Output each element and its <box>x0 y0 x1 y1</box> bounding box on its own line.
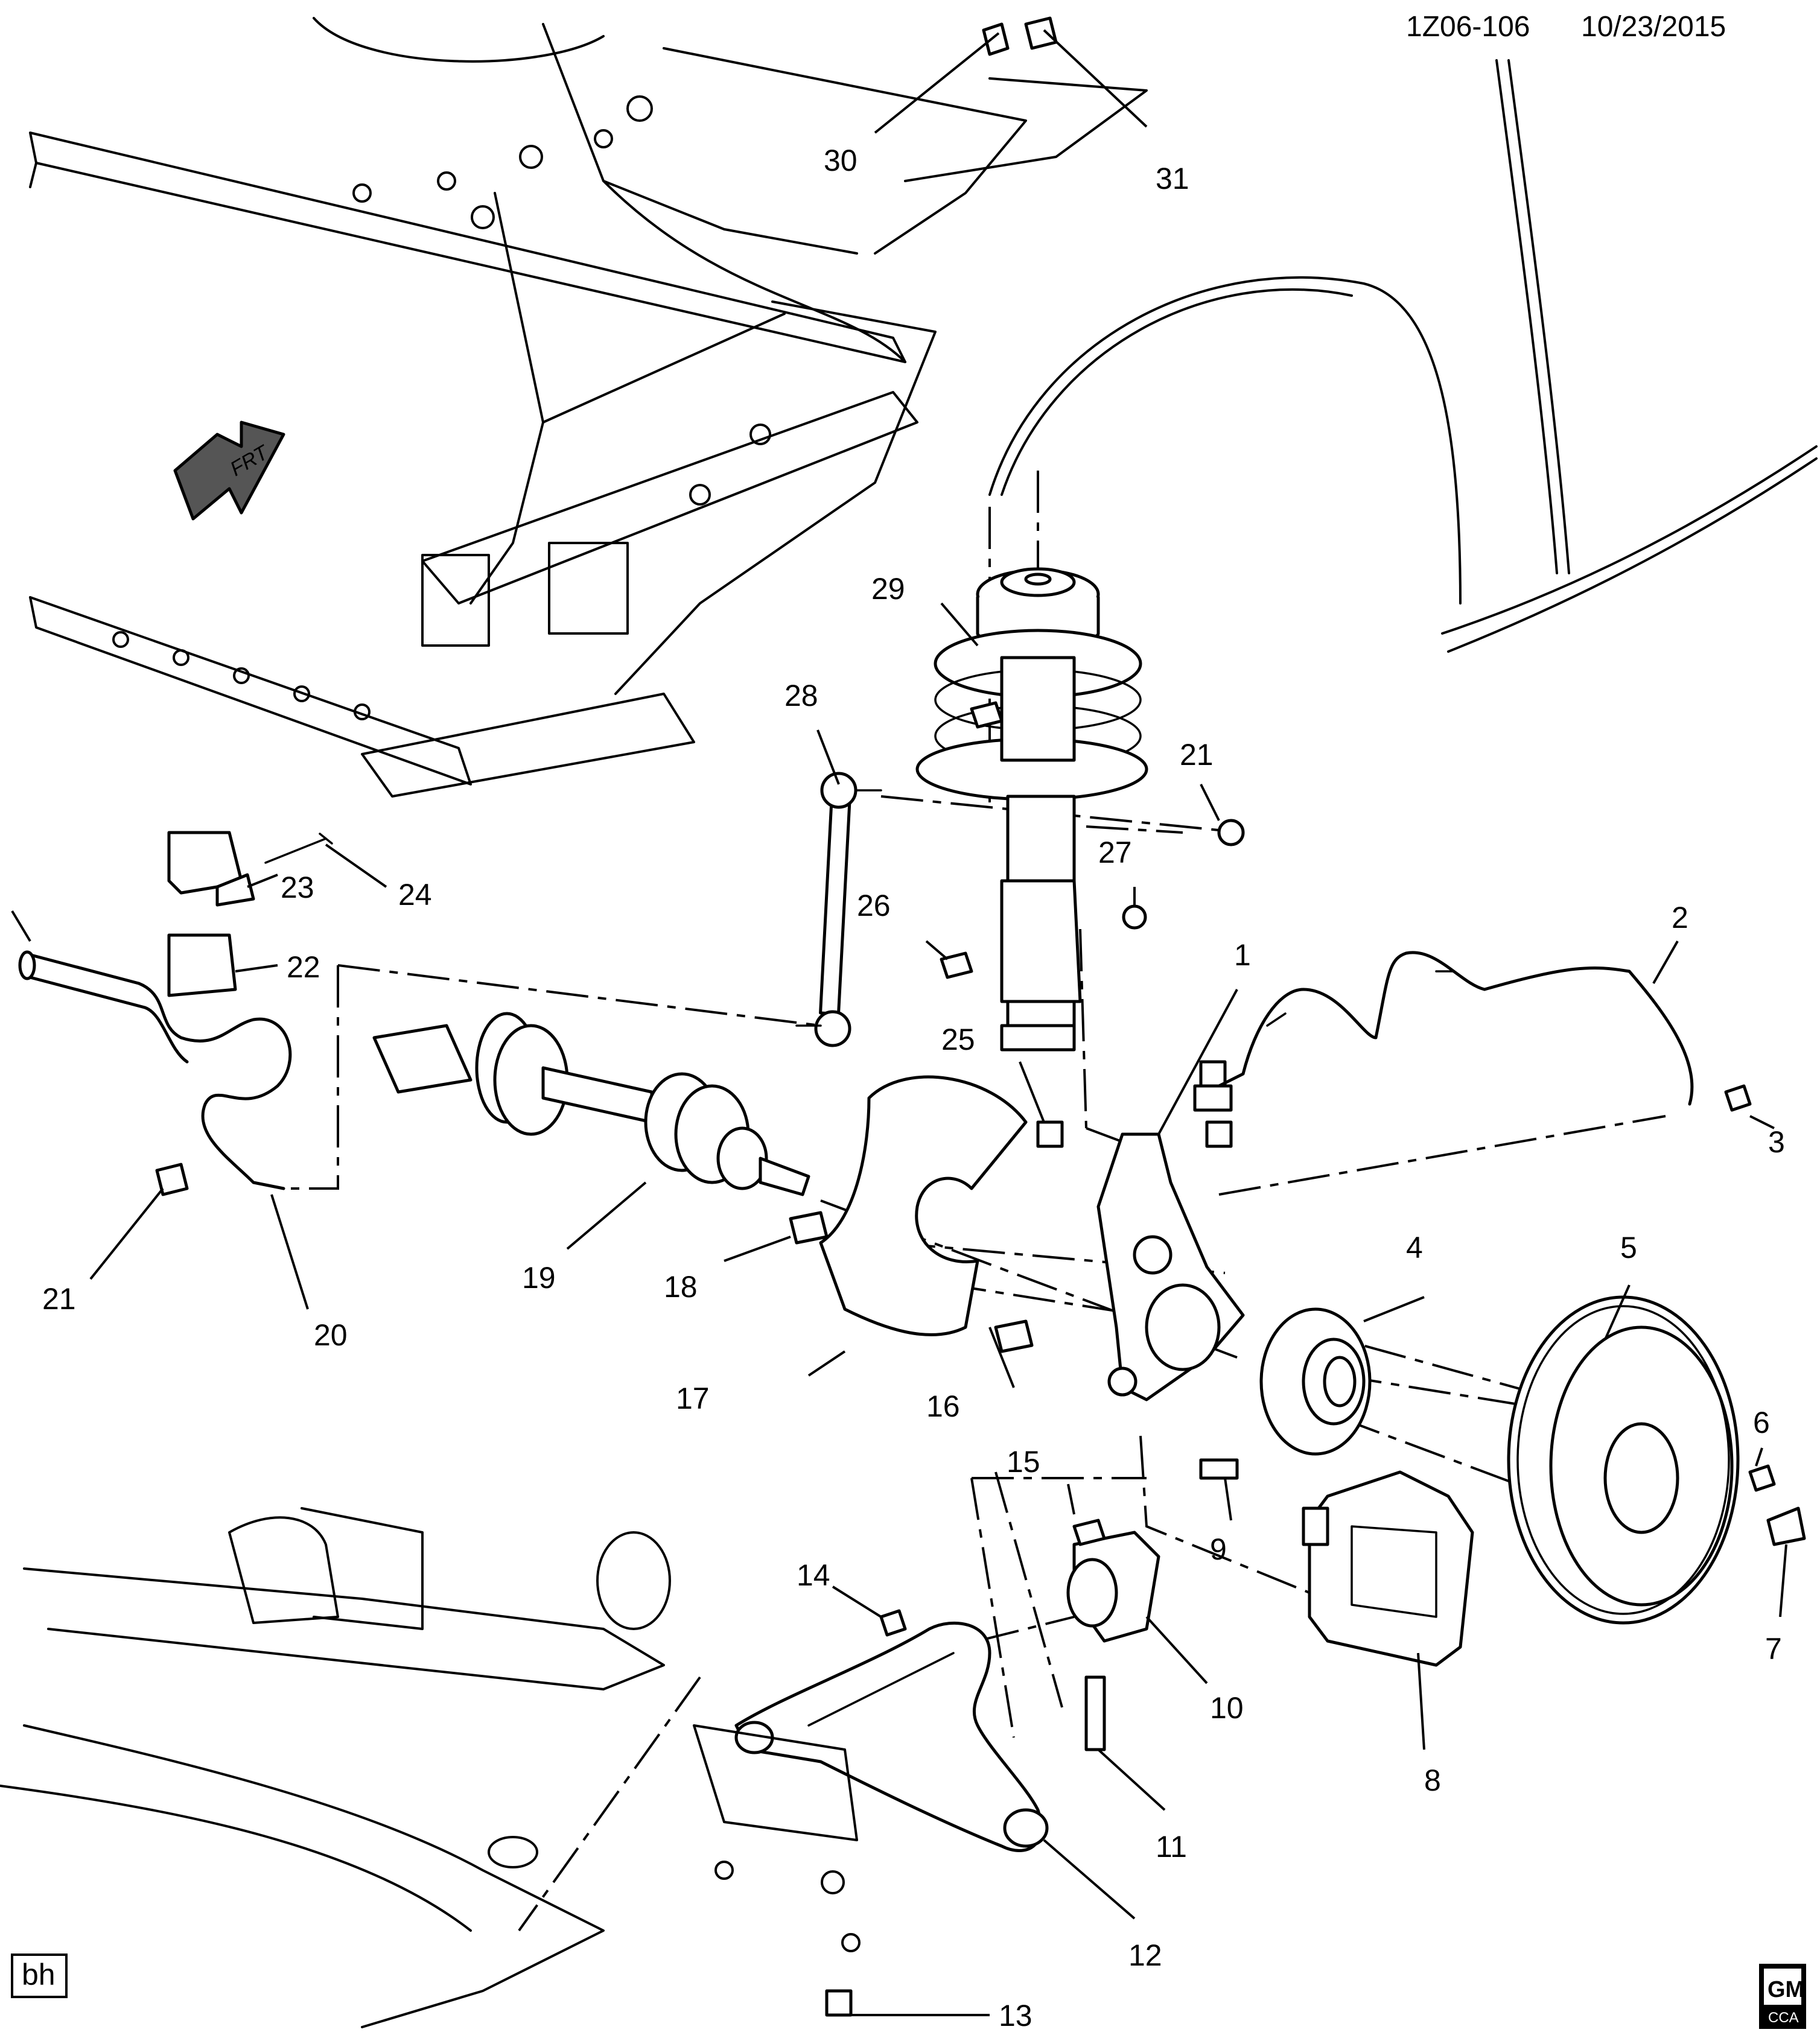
callout-21-lower: 21 <box>42 1282 76 1316</box>
callout-2: 2 <box>1672 901 1688 935</box>
fasteners <box>155 16 1806 2017</box>
callout-30: 30 <box>824 144 858 177</box>
callout-12: 12 <box>1128 1938 1162 1972</box>
callout-10: 10 <box>1210 1691 1244 1725</box>
callout-21-upper: 21 <box>1180 738 1214 772</box>
callout-25: 25 <box>941 1023 975 1056</box>
callout-8: 8 <box>1424 1763 1441 1797</box>
callout-4: 4 <box>1406 1231 1423 1265</box>
callout-28: 28 <box>784 679 818 713</box>
callout-29: 29 <box>871 572 905 606</box>
callout-23: 23 <box>281 871 314 904</box>
callout-5: 5 <box>1620 1231 1637 1265</box>
strut-assembly <box>915 567 1148 1052</box>
callout-26: 26 <box>857 889 891 922</box>
brake-caliper <box>1302 1470 1474 1667</box>
callout-13: 13 <box>999 1999 1032 2033</box>
front-direction-arrow: FRT <box>173 421 285 521</box>
callout-15: 15 <box>1007 1445 1040 1479</box>
drive-axle-shaft <box>372 1012 810 1196</box>
callout-22: 22 <box>287 950 320 984</box>
callout-20: 20 <box>314 1318 348 1352</box>
gm-logo: GM CCA <box>1759 1964 1806 2029</box>
stabilizer-bar <box>18 950 292 1190</box>
callout-17: 17 <box>676 1382 710 1415</box>
gm-logo-text: GM <box>1768 1977 1804 2002</box>
steering-knuckle <box>1096 1132 1245 1401</box>
callout-19: 19 <box>522 1261 556 1295</box>
callout-14: 14 <box>797 1558 830 1592</box>
callout-leaders <box>89 29 1787 2016</box>
callout-27: 27 <box>1098 836 1132 869</box>
callout-11: 11 <box>1156 1830 1187 1864</box>
body-structure-illustration <box>29 17 1818 798</box>
nut-icon <box>970 701 1004 729</box>
brake-rotor <box>1507 1295 1740 1625</box>
callout-18: 18 <box>664 1270 698 1304</box>
callout-6: 6 <box>1753 1406 1770 1439</box>
splash-shield <box>819 1075 1028 1336</box>
wheel-hub-bearing <box>1259 1307 1372 1456</box>
callout-31: 31 <box>1156 162 1189 195</box>
callout-numbers: 30 31 29 28 21 27 26 1 2 3 25 4 5 6 7 8 … <box>42 144 1785 2033</box>
callout-16: 16 <box>926 1389 960 1423</box>
callout-7: 7 <box>1765 1632 1782 1666</box>
stabilizer-bushing-and-clamp <box>167 831 333 997</box>
lower-arm-bushing <box>1066 1531 1160 1643</box>
callout-3: 3 <box>1768 1125 1785 1159</box>
callout-1: 1 <box>1234 938 1251 972</box>
callout-9: 9 <box>1210 1532 1227 1566</box>
callout-24: 24 <box>398 878 432 912</box>
stabilizer-link <box>795 772 882 1047</box>
wheel-speed-sensor-harness <box>1193 951 1694 1112</box>
lower-control-arm <box>734 1621 1049 1852</box>
drawing-date: 10/23/2015 <box>1581 11 1726 43</box>
steering-gear-and-frame-illustration <box>0 1507 861 2028</box>
artist-initials: bh <box>22 1958 56 1992</box>
artist-initials-box <box>11 1954 68 1998</box>
gm-logo-sub: CCA <box>1768 2010 1799 2026</box>
drawing-id: 1Z06-106 <box>1406 11 1530 43</box>
